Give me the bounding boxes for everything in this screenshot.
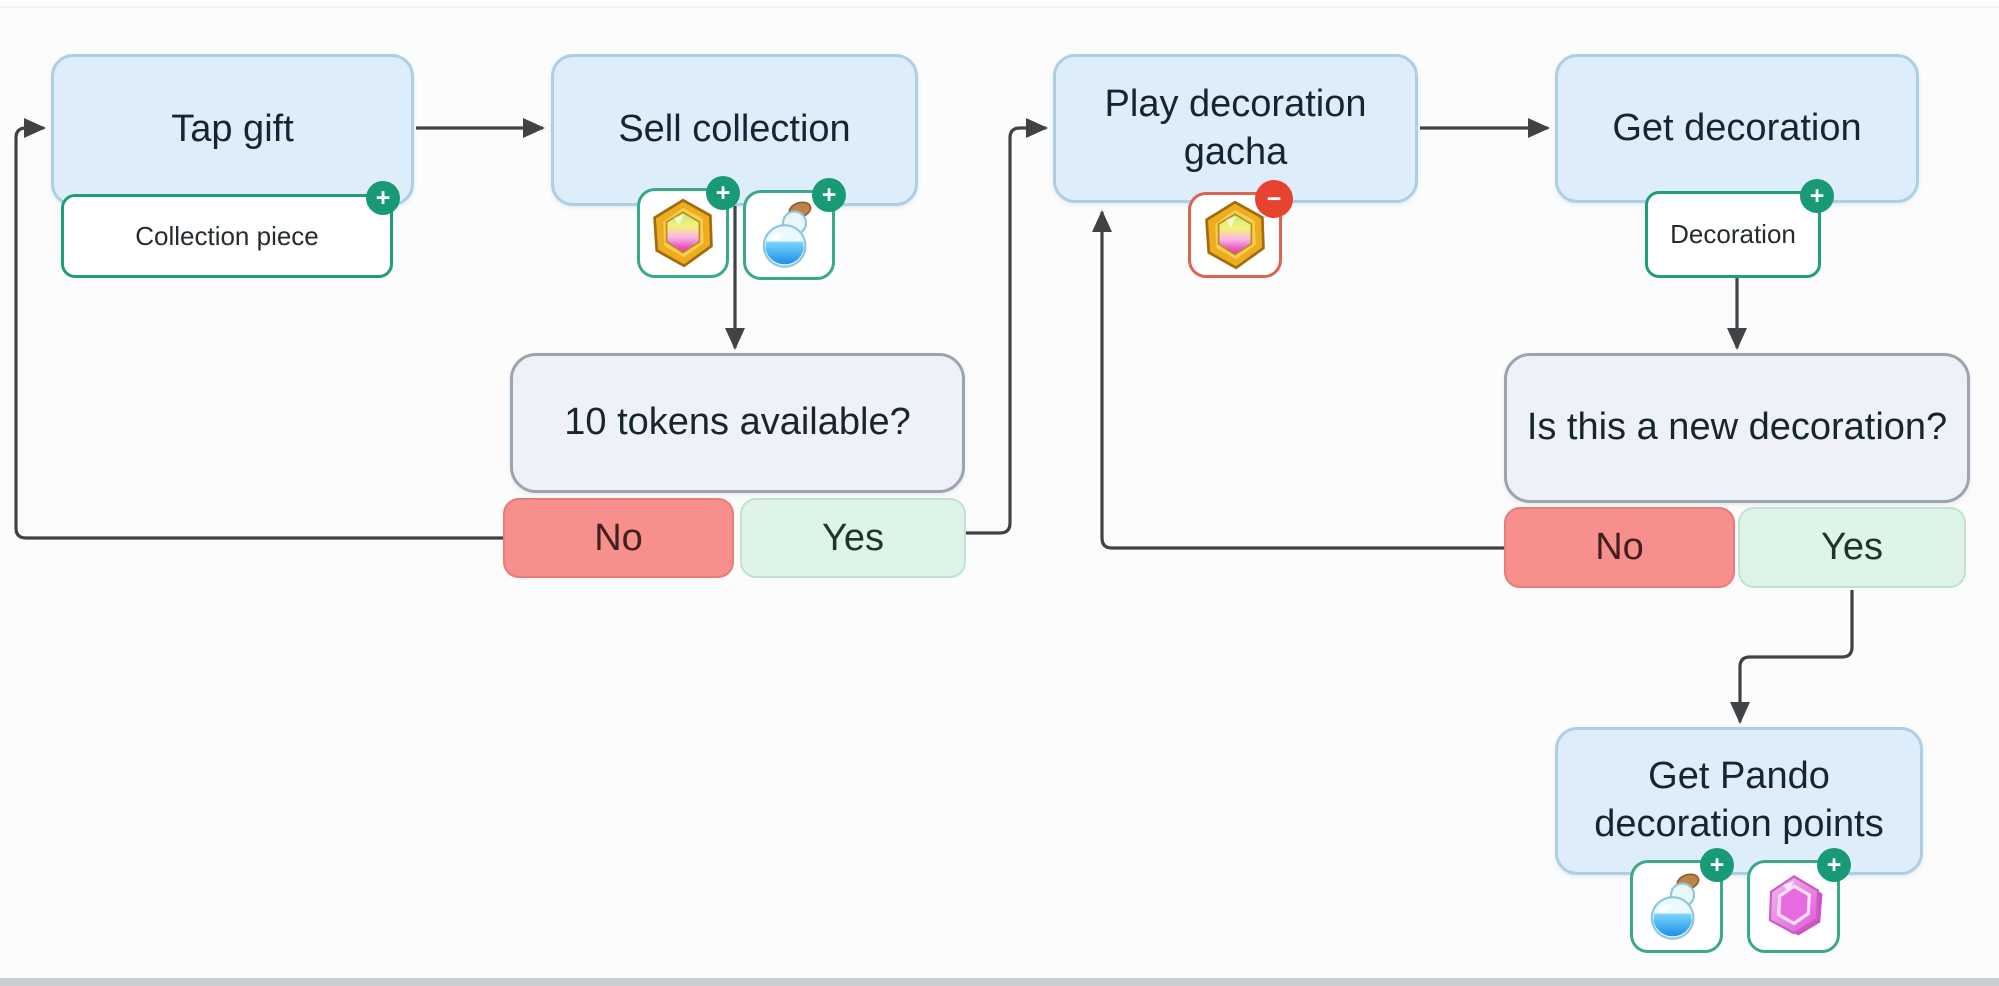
plus-glyph: + xyxy=(1709,850,1725,879)
minus-glyph: − xyxy=(1266,184,1282,213)
answer-yes-newdecoration-label: Yes xyxy=(1821,526,1883,568)
plus-badge: + xyxy=(1700,848,1734,882)
tile-pando-gem[interactable]: + xyxy=(1747,848,1851,953)
answer-no-newdecoration-label: No xyxy=(1595,526,1644,568)
node-get-decoration[interactable]: Get decoration xyxy=(1555,54,1919,203)
potion-icon xyxy=(1650,872,1699,940)
tag-decoration[interactable]: Decoration + xyxy=(1645,179,1834,278)
connector-no2-to-gacha xyxy=(1092,210,1504,550)
tile-gacha-token[interactable]: − xyxy=(1188,180,1293,278)
plus-glyph: + xyxy=(715,178,731,207)
potion-icon xyxy=(762,201,812,268)
answer-no-tokens-label: No xyxy=(594,516,643,559)
node-sell-collection-label: Sell collection xyxy=(618,108,851,151)
tag-collection-piece[interactable]: Collection piece + xyxy=(61,181,400,278)
answer-yes-tokens-label: Yes xyxy=(822,516,884,559)
plus-badge: + xyxy=(1817,848,1851,882)
tile-potion[interactable]: + xyxy=(743,178,846,280)
decision-tokens-available-label: 10 tokens available? xyxy=(564,401,911,444)
answer-yes-newdecoration[interactable]: Yes xyxy=(1738,507,1966,588)
tag-decoration-label: Decoration xyxy=(1670,219,1796,249)
tag-collection-piece-label: Collection piece xyxy=(135,220,319,251)
plus-badge: + xyxy=(1800,179,1834,213)
plus-glyph: + xyxy=(375,183,391,212)
pink-gem-icon xyxy=(1768,874,1822,935)
node-get-pando[interactable]: Get Pando decoration points xyxy=(1555,727,1923,875)
decision-new-decoration-label: Is this a new decoration? xyxy=(1526,406,1948,449)
plus-glyph: + xyxy=(821,180,837,209)
answer-no-newdecoration[interactable]: No xyxy=(1504,507,1735,588)
plus-badge: + xyxy=(366,181,400,215)
node-tap-gift-label: Tap gift xyxy=(171,108,294,151)
node-tap-gift[interactable]: Tap gift xyxy=(51,54,414,206)
tile-token-gem[interactable]: + xyxy=(637,176,740,278)
connector-yes1-to-gacha xyxy=(966,118,1048,535)
answer-yes-tokens[interactable]: Yes xyxy=(740,498,966,578)
node-play-gacha-label: Play decoration gacha xyxy=(1104,82,1367,173)
answer-no-tokens[interactable]: No xyxy=(503,498,734,578)
decision-new-decoration[interactable]: Is this a new decoration? xyxy=(1504,353,1970,503)
node-play-gacha[interactable]: Play decoration gacha xyxy=(1053,54,1418,203)
connector-yes2-to-getpando xyxy=(1730,590,1854,724)
decision-tokens-available[interactable]: 10 tokens available? xyxy=(510,353,965,493)
plus-glyph: + xyxy=(1809,181,1825,210)
tile-pando-potion[interactable]: + xyxy=(1630,848,1734,953)
node-get-pando-label: Get Pando decoration points xyxy=(1594,755,1884,845)
node-get-decoration-label: Get decoration xyxy=(1612,106,1862,149)
minus-badge: − xyxy=(1255,180,1293,218)
plus-badge: + xyxy=(812,178,846,212)
plus-glyph: + xyxy=(1826,850,1842,879)
top-divider xyxy=(0,6,1999,8)
bottom-divider xyxy=(0,978,1999,986)
token-gem-icon xyxy=(653,198,713,268)
plus-badge: + xyxy=(706,176,740,210)
